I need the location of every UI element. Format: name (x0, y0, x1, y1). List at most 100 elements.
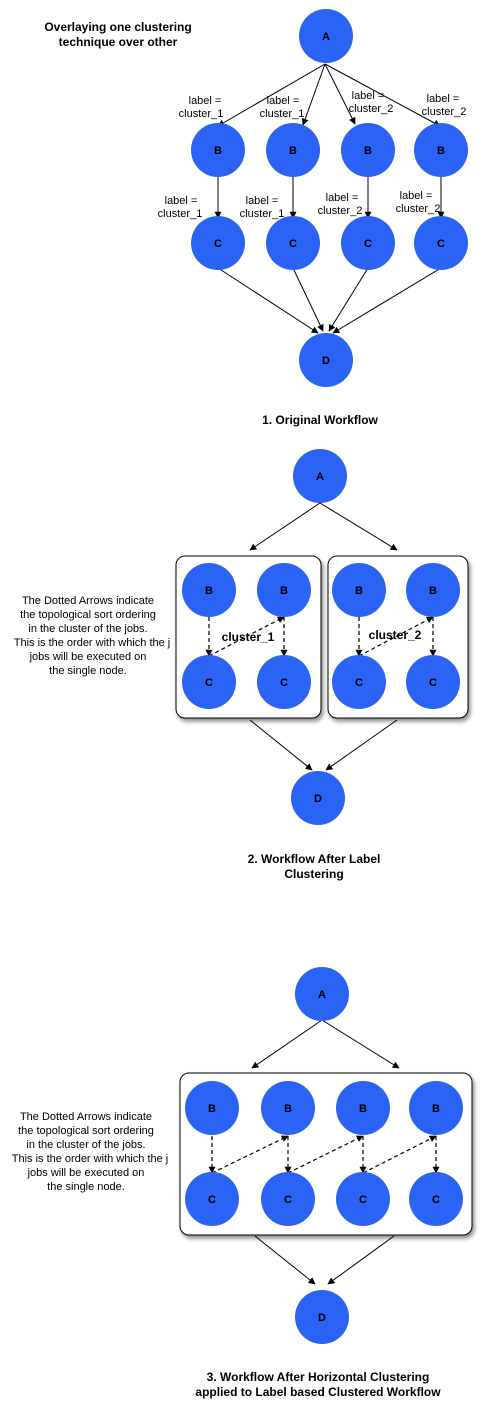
edge-c3-to-d (328, 267, 369, 332)
node-c: C (414, 216, 468, 270)
node-label: C (432, 1194, 440, 1206)
caption-label-clustering-line-2: Clustering (284, 867, 343, 881)
node-label: C (437, 238, 445, 250)
edge-label-a-b3-line-1: label = (352, 90, 385, 102)
node-circle (261, 1172, 315, 1226)
node-label: B (208, 1103, 216, 1115)
node-b: B (332, 563, 386, 617)
node-label: B (205, 585, 213, 597)
edge-cluster-left-to-d (254, 1235, 316, 1285)
edge-a-to-b4 (324, 63, 441, 127)
node-label: C (429, 677, 437, 689)
node-label: C (355, 677, 363, 689)
edge-label-b3-c3-line-1: label = (326, 192, 359, 204)
dotted-order-arrow (211, 1135, 289, 1174)
node-circle (185, 1081, 239, 1135)
node-b: B (409, 1081, 463, 1135)
node-c: C (332, 655, 386, 709)
node-circle (406, 563, 460, 617)
node-a: A (299, 9, 353, 63)
node-c: C (406, 655, 460, 709)
node-b: B (257, 563, 311, 617)
node-label: B (280, 585, 288, 597)
edge-a-to-cluster-left (251, 1019, 323, 1069)
node-circle (182, 655, 236, 709)
node-label: C (364, 238, 372, 250)
node-b: B (191, 123, 245, 177)
edge-label-a-b2-line-2: cluster_1 (260, 108, 305, 120)
node-circle (336, 1172, 390, 1226)
edge-label-b3-c3-line-2: cluster_2 (318, 205, 363, 217)
cluster-label-2: cluster_2 (369, 628, 422, 642)
edge-label-a-b1-line-2: cluster_1 (179, 108, 224, 120)
node-label: B (429, 585, 437, 597)
note-line: the topological sort ordering (18, 1125, 154, 1137)
node-label: B (364, 145, 372, 157)
node-label: C (205, 677, 213, 689)
edge-label-a-b4-line-1: label = (427, 93, 460, 105)
node-circle (261, 1081, 315, 1135)
edge-label-a-b4-line-2: cluster_2 (422, 106, 467, 118)
node-circle (299, 9, 353, 63)
note-line: the single node. (47, 1181, 125, 1193)
node-label: B (359, 1103, 367, 1115)
note-line: The Dotted Arrows indicate (20, 1111, 152, 1123)
node-c: C (257, 655, 311, 709)
note-line: This is the order with which the j (12, 1153, 169, 1165)
edge-a-to-b1 (217, 63, 326, 127)
node-circle (332, 655, 386, 709)
node-circle (257, 655, 311, 709)
node-circle (293, 449, 347, 503)
node-b: B (336, 1081, 390, 1135)
node-a: A (295, 967, 349, 1021)
caption-original-workflow: 1. Original Workflow (262, 413, 378, 427)
edge-label-b2-c2-line-2: cluster_1 (240, 208, 285, 220)
node-c: C (341, 216, 395, 270)
node-label: C (280, 677, 288, 689)
node-b: B (414, 123, 468, 177)
node-label: A (322, 31, 330, 43)
node-a: A (293, 449, 347, 503)
caption-horizontal-clustering-line-1: 3. Workflow After Horizontal Clustering (207, 1370, 430, 1384)
diagram-heading-line-1: Overlaying one clustering (44, 20, 191, 34)
edge-label-b1-c1-line-2: cluster_1 (158, 208, 203, 220)
node-circle (409, 1081, 463, 1135)
node-label: B (284, 1103, 292, 1115)
caption-label-clustering-line-1: 2. Workflow After Label (248, 852, 381, 866)
node-label: B (214, 145, 222, 157)
edge-label-b2-c2-line-1: label = (246, 195, 279, 207)
edge-a-to-cluster-1 (249, 502, 321, 551)
note-line: The Dotted Arrows indicate (22, 595, 154, 607)
node-circle (257, 563, 311, 617)
node-circle (299, 333, 353, 387)
edge-c4-to-d (332, 267, 442, 334)
edge-label-a-b1-line-1: label = (189, 95, 222, 107)
node-b: B (341, 123, 395, 177)
edge-cluster-2-to-d (325, 719, 398, 771)
node-c: C (182, 655, 236, 709)
node-label: D (314, 793, 322, 805)
edge-a-to-b2 (301, 63, 326, 126)
node-b: B (185, 1081, 239, 1135)
node-circle (414, 123, 468, 177)
edge-label-b4-c4-line-1: label = (400, 190, 433, 202)
node-label: C (289, 238, 297, 250)
node-c: C (336, 1172, 390, 1226)
node-c: C (266, 216, 320, 270)
edge-label-a-b2-line-1: label = (267, 95, 300, 107)
node-label: C (208, 1194, 216, 1206)
node-circle (406, 655, 460, 709)
caption-horizontal-clustering-line-2: applied to Label based Clustered Workflo… (195, 1385, 441, 1399)
edge-label-b4-c4-line-2: cluster_2 (396, 203, 441, 215)
node-label: B (355, 585, 363, 597)
node-circle (332, 563, 386, 617)
edge-a-to-cluster-right (321, 1019, 400, 1069)
note-line: in the cluster of the jobs. (28, 623, 147, 635)
node-label: D (322, 355, 330, 367)
note-line: in the cluster of the jobs. (26, 1139, 145, 1151)
node-label: C (359, 1194, 367, 1206)
node-circle (266, 216, 320, 270)
diagram-heading-line-2: technique over other (59, 35, 178, 49)
node-label: B (289, 145, 297, 157)
